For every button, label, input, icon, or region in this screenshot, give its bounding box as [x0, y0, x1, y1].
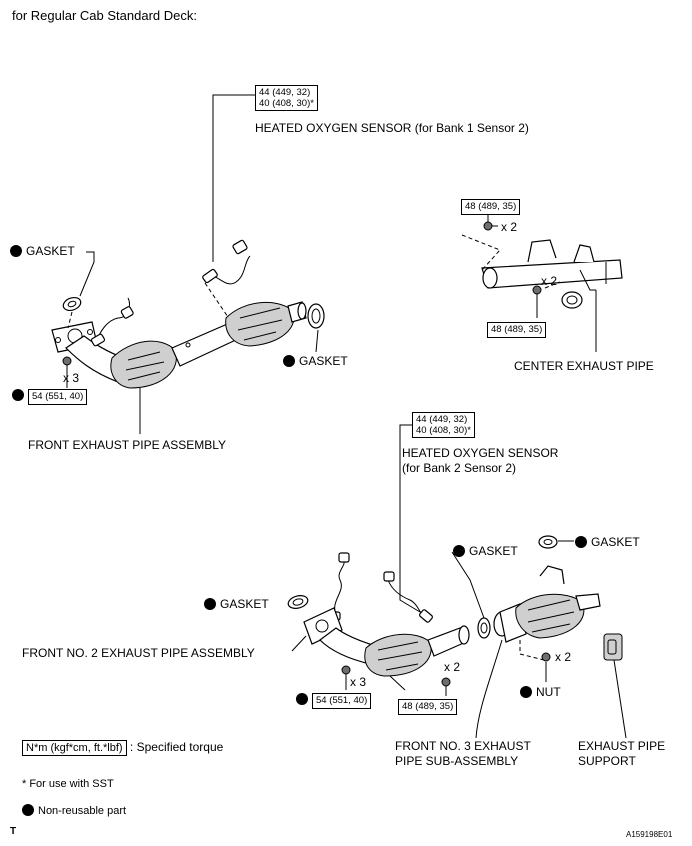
non-reusable-icon — [12, 389, 24, 401]
center-bottom-bolt — [532, 281, 561, 318]
torque-box-o2-bank2: 44 (449, 32) 40 (408, 30)* — [412, 412, 475, 438]
front-no3-exhaust-pipe-sub-assembly — [493, 565, 601, 661]
torque-value: 44 (449, 32) — [416, 414, 468, 425]
legend-nonreusable: Non-reusable part — [22, 804, 126, 818]
non-reusable-icon — [296, 693, 308, 705]
footer-mark: T — [10, 826, 17, 837]
gasket-text: GASKET — [26, 244, 75, 258]
torque-box-center-bottom: 48 (489, 35) — [487, 322, 547, 338]
torque-value: 44 (449, 32) — [259, 87, 311, 98]
nut — [541, 652, 551, 682]
gasket-top-left — [62, 251, 95, 312]
figure-id: A159198E01 — [626, 830, 673, 839]
label-gasket-front3: GASKET — [453, 544, 518, 558]
non-reusable-icon — [10, 245, 22, 257]
torque-box-front-bolt: 54 (551, 40) — [28, 389, 88, 405]
non-reusable-icon — [22, 804, 34, 816]
non-reusable-icon — [204, 598, 216, 610]
torque-value-sst: 40 (408, 30)* — [416, 425, 471, 436]
o2-sensor-bank1-leader — [212, 94, 255, 262]
label-front-exhaust-pipe: FRONT EXHAUST PIPE ASSEMBLY — [28, 438, 227, 452]
label-nut: NUT — [520, 685, 561, 699]
label-x3-front2: x 3 — [350, 675, 367, 689]
gasket-front3-inlet — [451, 551, 491, 639]
exhaust-pipe-support — [603, 633, 627, 739]
torque-front2-bolt: 54 (551, 40) — [296, 692, 372, 709]
o2-sensor-bank1 — [202, 239, 251, 321]
label-support-line1: EXHAUST PIPE — [578, 739, 666, 753]
gasket-text: GASKET — [469, 544, 518, 558]
label-gasket-top-left: GASKET — [10, 244, 75, 258]
front-pipe-bolt — [62, 356, 72, 388]
legend-sst-note: * For use with SST — [22, 778, 114, 790]
label-o2-sensor-bank1: HEATED OXYGEN SENSOR (for Bank 1 Sensor … — [255, 121, 529, 135]
o2-sensor-bank2 — [383, 571, 433, 623]
label-x2-center-bottom: x 2 — [541, 274, 558, 288]
nut-text: NUT — [536, 685, 561, 699]
label-front-no2-pipe: FRONT NO. 2 EXHAUST PIPE ASSEMBLY — [22, 646, 255, 660]
torque-value-sst: 40 (408, 30)* — [259, 98, 314, 109]
non-reusable-icon — [520, 686, 532, 698]
label-x2-front3: x 2 — [444, 660, 461, 674]
label-front3-line1: FRONT NO. 3 EXHAUST — [395, 739, 531, 753]
gasket-text: GASKET — [591, 535, 640, 549]
front-exhaust-pipe-assembly — [51, 297, 307, 389]
label-gasket-top-right: GASKET — [575, 535, 640, 549]
legend-unit-text: : Specified torque — [129, 740, 224, 754]
torque-box-o2-bank1: 44 (449, 32) 40 (408, 30)* — [255, 85, 318, 111]
label-support-line2: SUPPORT — [578, 754, 636, 768]
gasket-front2 — [287, 595, 309, 609]
non-reusable-icon — [283, 355, 295, 367]
gasket-top-right — [538, 535, 558, 549]
center-exhaust-pipe — [481, 239, 623, 352]
front2-bolt — [341, 665, 351, 690]
label-x3-front: x 3 — [63, 371, 80, 385]
label-x2-nut: x 2 — [555, 650, 572, 664]
label-o2-sensor-bank2-line1: HEATED OXYGEN SENSOR — [402, 446, 559, 460]
front3-bolt — [441, 677, 451, 696]
label-o2-sensor-bank2-line2: (for Bank 2 Sensor 2) — [402, 461, 517, 475]
gasket-text: GASKET — [220, 597, 269, 611]
legend-torque: N*m (kgf*cm, ft.*lbf) : Specified torque — [22, 740, 223, 756]
front-no2-exhaust-pipe-assembly — [303, 607, 470, 677]
label-x2-center-top: x 2 — [501, 220, 518, 234]
label-center-exhaust-pipe: CENTER EXHAUST PIPE — [514, 359, 654, 373]
non-reusable-icon — [575, 536, 587, 548]
label-gasket-converter: GASKET — [283, 354, 348, 368]
gasket-converter — [307, 303, 325, 353]
legend-nonreusable-text: Non-reusable part — [38, 805, 127, 817]
torque-box-center-top: 48 (489, 35) — [461, 199, 521, 215]
label-front3-line2: PIPE SUB-ASSEMBLY — [395, 754, 519, 768]
torque-box-front2-bolt: 54 (551, 40) — [312, 693, 372, 709]
gasket-text: GASKET — [299, 354, 348, 368]
torque-box-front3-bolt: 48 (489, 35) — [398, 699, 458, 715]
torque-front-bolt: 54 (551, 40) — [12, 388, 88, 405]
non-reusable-icon — [453, 545, 465, 557]
page-title: for Regular Cab Standard Deck: — [12, 8, 197, 23]
label-gasket-front2: GASKET — [204, 597, 269, 611]
legend-unit-box: N*m (kgf*cm, ft.*lbf) — [22, 740, 127, 756]
